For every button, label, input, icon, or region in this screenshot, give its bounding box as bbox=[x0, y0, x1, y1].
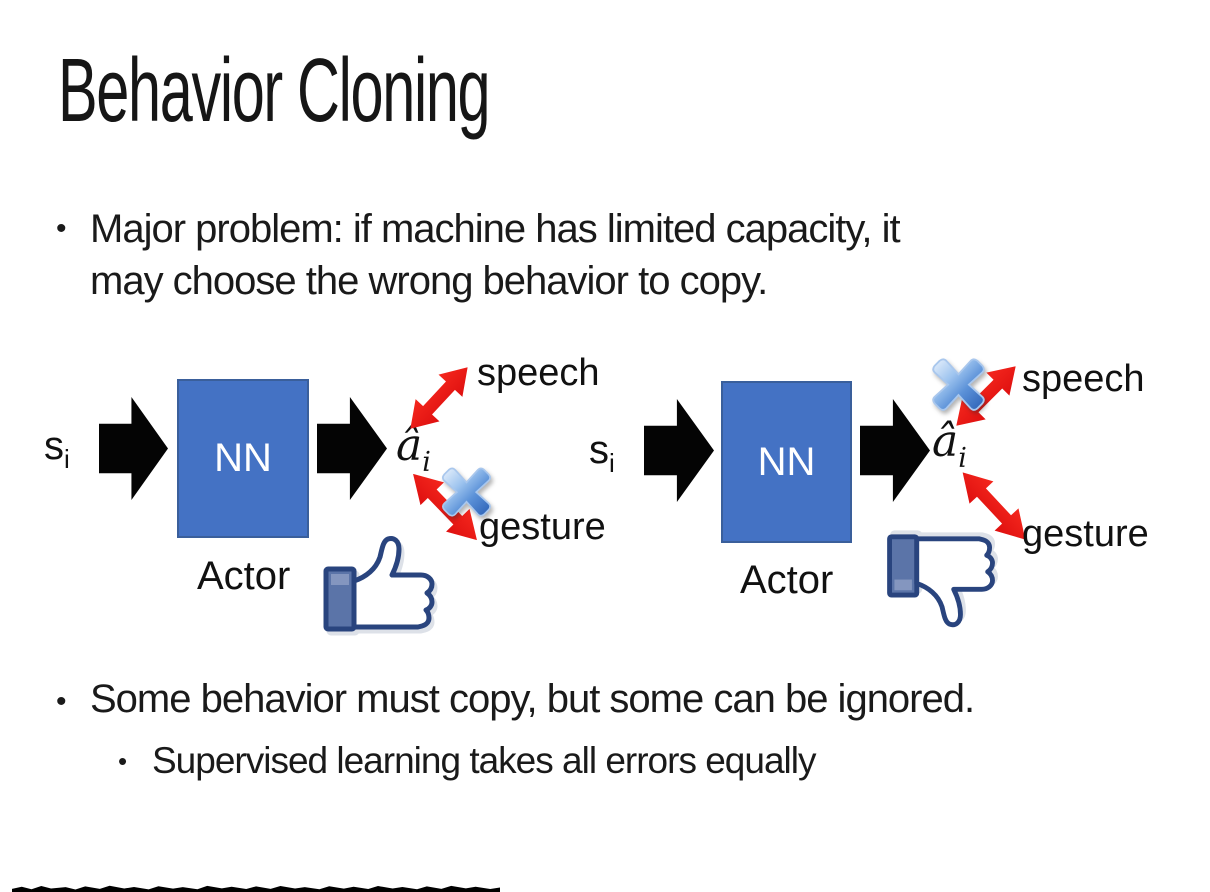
bullet-marker: • bbox=[56, 685, 67, 718]
bullet-supervised-text: Supervised learning takes all errors equ… bbox=[152, 740, 816, 781]
actor-label: Actor bbox=[197, 554, 291, 598]
block-arrow-icon bbox=[860, 399, 930, 502]
x-icon bbox=[441, 467, 492, 517]
output-action-label: âi bbox=[932, 416, 967, 474]
block-arrow-icon bbox=[644, 399, 714, 502]
input-state-label: si bbox=[589, 428, 615, 478]
bullet-some-behavior: • Some behavior must copy, but some can … bbox=[56, 676, 1176, 728]
bullet-major-problem: • Major problem: if machine has limited … bbox=[56, 203, 1176, 307]
block-arrow-icon bbox=[317, 397, 387, 500]
bullet-marker: • bbox=[56, 212, 67, 245]
thumbs-down-icon bbox=[884, 531, 1001, 632]
output-action-label: âi bbox=[396, 420, 431, 478]
bullet-supervised: • Supervised learning takes all errors e… bbox=[118, 739, 1168, 783]
slide-title: Behavior Cloning bbox=[58, 41, 491, 141]
bullet-some-behavior-text: Some behavior must copy, but some can be… bbox=[90, 677, 975, 721]
block-arrow-icon bbox=[99, 397, 168, 500]
gesture-label: gesture bbox=[479, 506, 606, 548]
bullet-text-line2: may choose the wrong behavior to copy. bbox=[90, 259, 768, 303]
speech-label: speech bbox=[477, 352, 600, 394]
nn-box: NN bbox=[177, 379, 309, 538]
bullet-marker: • bbox=[118, 746, 127, 776]
nn-label: NN bbox=[214, 436, 272, 480]
thumbs-up-icon bbox=[321, 531, 440, 635]
bullet-major-problem-text: Major problem: if machine has limited ca… bbox=[90, 203, 1176, 307]
input-state-label: si bbox=[44, 424, 70, 474]
x-icon bbox=[932, 358, 985, 411]
gesture-label: gesture bbox=[1022, 513, 1149, 555]
nn-box: NN bbox=[721, 381, 852, 543]
nn-label: NN bbox=[757, 439, 816, 484]
speech-label: speech bbox=[1022, 358, 1145, 400]
bottom-cutoff-text bbox=[12, 885, 500, 892]
actor-label: Actor bbox=[740, 558, 834, 602]
bullet-text-line1: Major problem: if machine has limited ca… bbox=[90, 207, 901, 251]
